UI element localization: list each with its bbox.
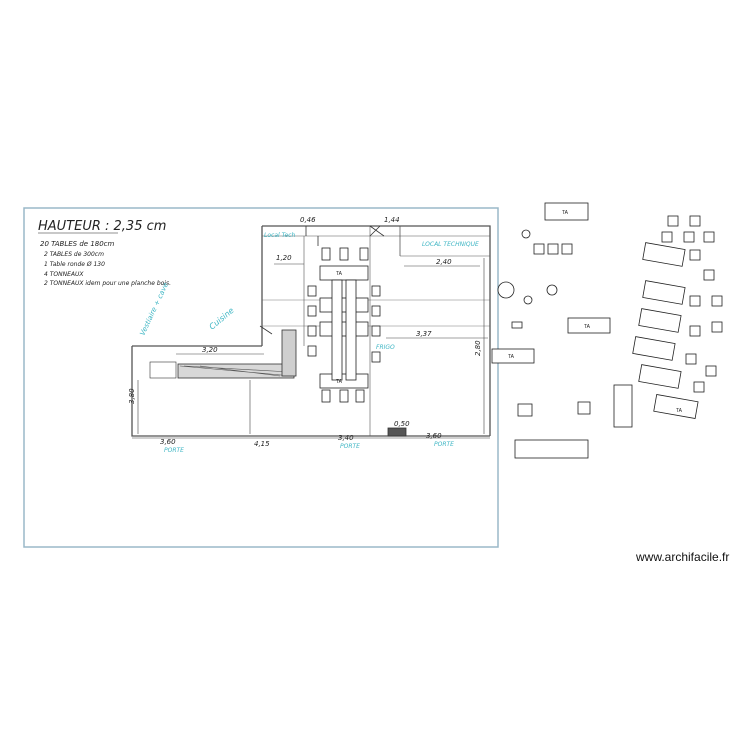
label-porte-3: PORTE <box>434 441 454 448</box>
dim-415: 4,15 <box>254 440 270 448</box>
dim-240: 2,40 <box>436 258 452 266</box>
dim-top-left: 0,46 <box>300 216 316 224</box>
label-local-tech-left: Local Tech <box>264 232 295 239</box>
notes-line-5: 2 TONNEAUX idem pour une planche bois. <box>44 280 171 287</box>
label-frigo: FRIGO <box>376 344 395 351</box>
dim-120: 1,20 <box>276 254 292 262</box>
notes-line-1: 20 TABLES de 180cm <box>40 240 115 248</box>
furniture-label-1: TA <box>562 210 569 216</box>
table-cluster <box>632 215 723 419</box>
watermark: www.archifacile.fr <box>636 550 730 564</box>
notes-line-4: 4 TONNEAUX <box>44 271 84 278</box>
furniture-pieces <box>491 202 633 459</box>
label-cuisine: Cuisine <box>208 306 236 332</box>
dim-360a: 3,60 <box>160 438 176 446</box>
label-local-technique-right: LOCAL TECHNIQUE <box>422 241 479 248</box>
furniture-label-3: TA <box>508 354 515 360</box>
dim-360b: 3,60 <box>426 432 442 440</box>
label-porte-2: PORTE <box>340 443 360 450</box>
hall-table-label-2: TA <box>336 379 343 385</box>
label-porte-1: PORTE <box>164 447 184 454</box>
furniture-label-4: TA <box>676 408 683 414</box>
furniture-label-2: TA <box>584 324 591 330</box>
notes-line-3: 1 Table ronde Ø 130 <box>44 261 105 268</box>
dim-340: 3,40 <box>338 434 354 442</box>
dim-280: 2,80 <box>474 340 482 356</box>
notes-title: HAUTEUR : 2,35 cm <box>38 219 166 234</box>
dim-380: 3,80 <box>128 388 136 404</box>
dimension-lines <box>132 258 490 439</box>
hall-tables <box>307 247 381 403</box>
label-vestiaire: Vestiaire + cave <box>139 281 170 336</box>
dim-320: 3,20 <box>202 346 218 354</box>
notes-line-2: 2 TABLES de 300cm <box>44 251 104 258</box>
doors <box>259 225 407 437</box>
dim-337: 3,37 <box>416 330 432 338</box>
dim-050: 0,50 <box>394 420 410 428</box>
plan-frame <box>23 207 499 548</box>
hall-table-label-1: TA <box>336 271 343 277</box>
dim-top-right: 1,44 <box>384 216 400 224</box>
bar-counter <box>149 329 297 379</box>
building-outline <box>131 225 491 437</box>
